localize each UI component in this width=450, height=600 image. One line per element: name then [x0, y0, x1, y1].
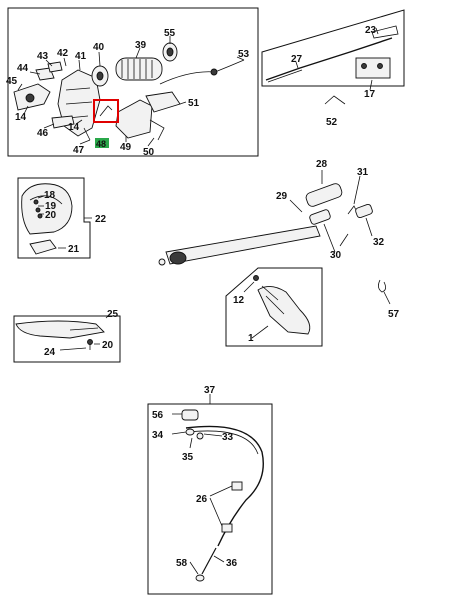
callout-1: 1 [248, 333, 254, 344]
grip-tube [115, 57, 163, 81]
callout-24: 24 [44, 347, 56, 358]
callout-33: 33 [222, 432, 234, 443]
callout-21: 21 [68, 244, 80, 255]
callout-34: 34 [152, 430, 164, 441]
callout-40: 40 [93, 42, 105, 53]
callout-41: 41 [75, 51, 87, 62]
guard-shape [21, 183, 73, 235]
callout-27: 27 [291, 54, 303, 65]
panel-handle-assembly: 55 40 39 43 42 41 44 53 45 51 14 14 46 4… [6, 7, 259, 158]
panel-frame [7, 7, 259, 157]
panel-frame-cable [261, 9, 405, 87]
callout-49: 49 [120, 142, 132, 153]
callout-55: 55 [164, 28, 176, 39]
panel-frame-guard [17, 177, 91, 259]
callout-36: 36 [226, 558, 238, 569]
callout-58: 58 [176, 558, 188, 569]
callout-53: 53 [238, 49, 250, 60]
callout-35: 35 [182, 452, 194, 463]
callout-52: 52 [326, 117, 338, 128]
callout-42: 42 [57, 48, 69, 59]
panel-guard: 18 19 20 22 21 [17, 177, 107, 259]
callout-18: 18 [44, 190, 56, 201]
callout-48: 48 [96, 139, 106, 149]
coupler-28 [305, 183, 343, 207]
callout-44: 44 [17, 63, 29, 74]
panel-flex-cable: 37 56 34 33 35 26 58 36 [147, 385, 273, 595]
callout-19: 19 [45, 201, 57, 212]
callout-22: 22 [95, 214, 107, 225]
callout-31: 31 [357, 167, 369, 178]
callout-28: 28 [316, 159, 328, 170]
callout-17: 17 [364, 89, 376, 100]
callout-12: 12 [233, 295, 245, 306]
cable-bracket [355, 57, 391, 79]
drive-shaft [165, 225, 321, 265]
panel-frame-flex [147, 403, 273, 595]
callout-14-center: 14 [68, 122, 80, 133]
callout-32: 32 [373, 237, 385, 248]
callout-47: 47 [73, 145, 85, 156]
callout-39: 39 [135, 40, 147, 51]
highlight-box-48 [93, 99, 119, 123]
panel-cable: 23 27 17 52 [261, 9, 405, 128]
callout-45: 45 [6, 76, 18, 87]
callout-50: 50 [143, 147, 155, 158]
throttle-body [115, 99, 153, 139]
callout-43: 43 [37, 51, 49, 62]
callout-14-left: 14 [15, 112, 27, 123]
callout-30: 30 [330, 250, 342, 261]
callout-29: 29 [276, 191, 288, 202]
callout-51: 51 [188, 98, 200, 109]
callout-25: 25 [107, 309, 119, 320]
panel-shaft: 28 31 29 32 30 [158, 159, 385, 266]
callout-57: 57 [388, 309, 400, 320]
callout-20-guard: 20 [45, 210, 57, 221]
badge-48 [95, 138, 109, 148]
panel-bracket: 25 20 24 [13, 309, 121, 363]
panel-lever: 12 1 57 [225, 267, 400, 347]
callout-26: 26 [196, 494, 208, 505]
lever-shape [257, 286, 311, 335]
panel-frame-lever [225, 267, 323, 347]
callout-20-bracket: 20 [102, 340, 114, 351]
callout-46: 46 [37, 128, 49, 139]
callout-23: 23 [365, 25, 377, 36]
callout-37: 37 [204, 385, 216, 396]
callout-56: 56 [152, 410, 164, 421]
bracket-shape [15, 320, 105, 339]
panel-frame-bracket [13, 315, 121, 363]
